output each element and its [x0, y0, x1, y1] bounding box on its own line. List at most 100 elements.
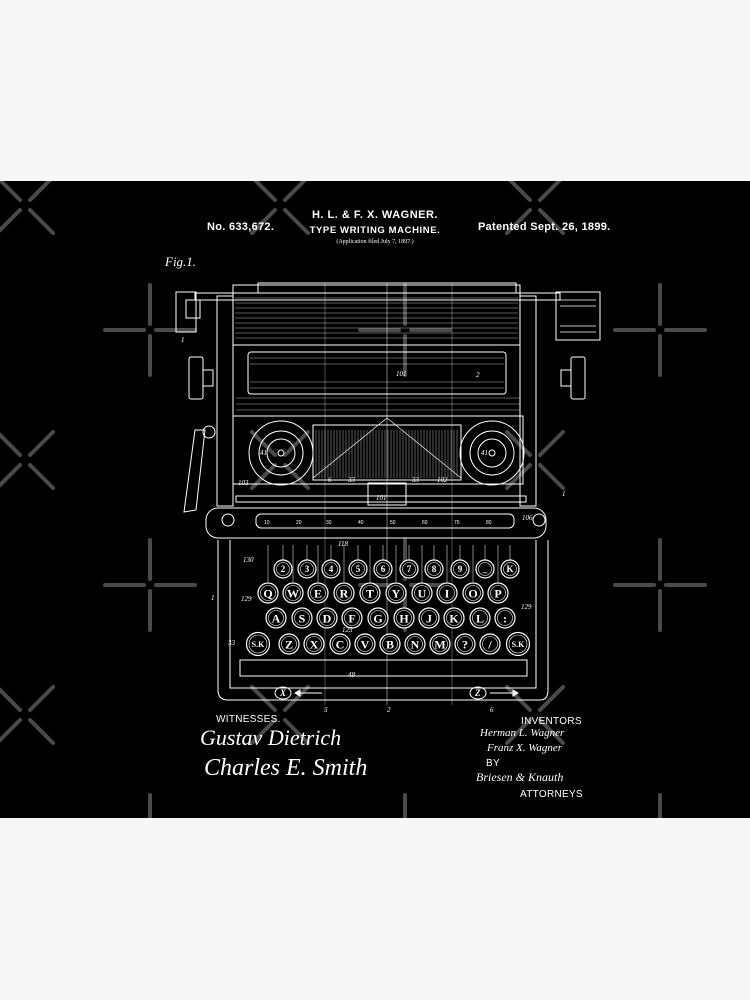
typewriter-drawing: 23456789_KQWERTYUIOPASDFGHJKL:S.KZXCVBNM…	[175, 282, 601, 714]
svg-text:2: 2	[476, 371, 480, 379]
figure-label: Fig.1.	[165, 254, 197, 269]
svg-text:7: 7	[407, 564, 412, 574]
svg-text:103: 103	[238, 479, 249, 487]
patent-print-panel: No. 633,672. H. L. & F. X. WAGNER. TYPE …	[0, 181, 750, 818]
key-T: T	[359, 582, 381, 604]
key-3: 3	[297, 559, 317, 579]
inventor-signature-1: Herman L. Wagner	[480, 727, 565, 739]
by-label: BY	[486, 758, 500, 769]
key-7: 7	[399, 559, 419, 579]
key-J: J	[418, 607, 440, 629]
watermark-plus-icon	[610, 535, 710, 635]
svg-text:9: 9	[458, 564, 463, 574]
witnesses-label: WITNESSES.	[216, 714, 281, 725]
svg-text:Q: Q	[263, 586, 272, 600]
key-2: 2	[273, 559, 293, 579]
key-K: K	[500, 559, 520, 579]
svg-text:H: H	[399, 611, 409, 625]
svg-text:/: /	[487, 637, 492, 651]
svg-text:E: E	[314, 586, 322, 600]
key-I: I	[436, 582, 458, 604]
svg-text:1: 1	[211, 594, 215, 602]
svg-text:V: V	[361, 637, 370, 651]
svg-text:33: 33	[411, 476, 420, 484]
svg-text:S.K: S.K	[252, 640, 265, 649]
svg-text:48: 48	[348, 671, 356, 679]
svg-text:8: 8	[432, 564, 437, 574]
key-6: 6	[373, 559, 393, 579]
svg-text:106: 106	[522, 514, 533, 522]
key-R: R	[333, 582, 355, 604]
svg-text:80: 80	[486, 520, 492, 526]
watermark-x-icon	[485, 410, 585, 510]
watermark-plus-icon	[100, 535, 200, 635]
svg-text:K: K	[449, 611, 459, 625]
key-C: C	[329, 633, 351, 655]
application-date: (Application filed July 7, 1897.)	[336, 239, 414, 245]
svg-text:?: ?	[462, 637, 468, 651]
svg-text:U: U	[418, 586, 427, 600]
key-B: B	[379, 633, 401, 655]
key-5: 5	[348, 559, 368, 579]
key-X: X	[303, 633, 325, 655]
svg-text:L: L	[476, 611, 484, 625]
key-G: G	[367, 607, 389, 629]
key-W: W	[282, 582, 304, 604]
key-D: D	[316, 607, 338, 629]
witness-signature-1: Gustav Dietrich	[200, 725, 342, 750]
svg-text:C: C	[336, 637, 345, 651]
svg-text:_: _	[482, 564, 488, 574]
svg-text:A: A	[272, 611, 281, 625]
svg-text:101: 101	[396, 370, 407, 378]
svg-text:4: 4	[329, 564, 334, 574]
key-A: A	[265, 607, 287, 629]
svg-text:S: S	[299, 611, 306, 625]
svg-text:129: 129	[241, 595, 252, 603]
witness-signature-2: Charles E. Smith	[204, 755, 368, 781]
key-sym: ?	[454, 633, 476, 655]
svg-text:M: M	[434, 637, 445, 651]
inventors-header: H. L. & F. X. WAGNER.	[311, 209, 438, 221]
key-4: 4	[321, 559, 341, 579]
svg-text:41: 41	[481, 449, 488, 457]
svg-text:2: 2	[387, 706, 391, 714]
svg-text:W: W	[287, 586, 299, 600]
key-SsymK: S.K	[245, 631, 271, 657]
svg-text:20: 20	[296, 520, 302, 526]
watermark-x-icon	[230, 181, 330, 255]
svg-text:6: 6	[490, 706, 494, 714]
key-K: K	[443, 607, 465, 629]
key-sym: _	[475, 559, 495, 579]
key-N: N	[404, 633, 426, 655]
svg-text:1: 1	[181, 336, 185, 344]
svg-text:102: 102	[437, 476, 448, 484]
svg-text:6: 6	[381, 564, 386, 574]
svg-text:N: N	[411, 637, 420, 651]
svg-text::: :	[503, 611, 507, 625]
key-L: L	[469, 607, 491, 629]
key-O: O	[462, 582, 484, 604]
svg-text:125: 125	[342, 626, 353, 634]
svg-text:O: O	[468, 586, 477, 600]
inventor-signature-2: Franz X. Wagner	[487, 742, 563, 754]
svg-text:G: G	[373, 611, 382, 625]
svg-text:X: X	[310, 637, 319, 651]
key-Y: Y	[385, 582, 407, 604]
key-Q: Q	[257, 582, 279, 604]
patented-date: Patented Sept. 26, 1899.	[478, 221, 611, 233]
attorneys-label: ATTORNEYS	[520, 789, 583, 800]
watermark-plus-icon	[355, 280, 455, 380]
watermark-x-icon	[0, 410, 75, 510]
svg-text:70: 70	[454, 520, 460, 526]
svg-text:2: 2	[281, 564, 286, 574]
svg-text:10: 10	[264, 520, 270, 526]
patent-number: No. 633,672.	[207, 221, 275, 233]
svg-text:T: T	[366, 586, 374, 600]
patent-title: TYPE WRITING MACHINE.	[309, 225, 441, 236]
svg-text:5: 5	[356, 564, 361, 574]
key-9: 9	[450, 559, 470, 579]
key-S: S	[291, 607, 313, 629]
key-8: 8	[424, 559, 444, 579]
inventors-label: INVENTORS	[521, 716, 582, 727]
key-E: E	[307, 582, 329, 604]
